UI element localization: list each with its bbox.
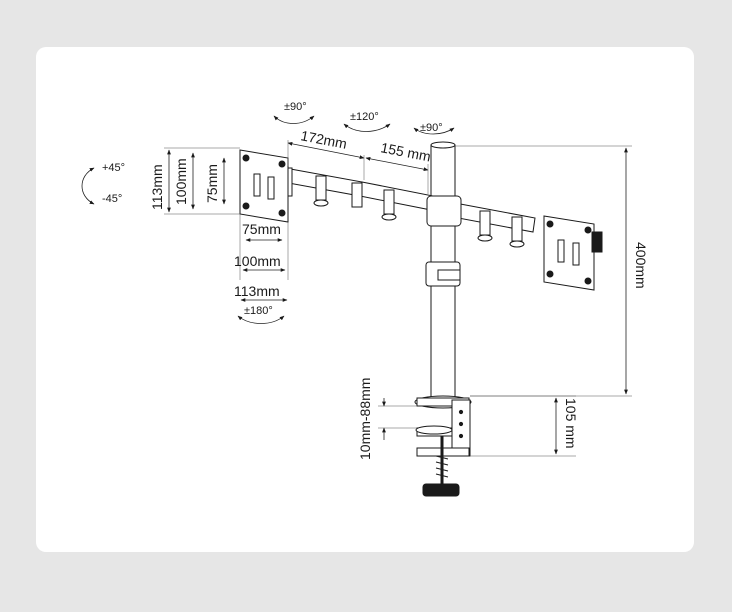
rotation-mid-arrow <box>343 123 391 132</box>
label-desk-range: 10mm-88mm <box>357 378 373 460</box>
label-rot-mid-120: ±120° <box>350 111 379 123</box>
rotation-180-arrow <box>237 315 285 324</box>
dimension-vesa-vertical <box>164 147 240 215</box>
label-pole-400: 400mm <box>633 242 649 289</box>
label-vesa-h100: 100mm <box>234 253 281 269</box>
label-arm-172: 172mm <box>299 127 348 152</box>
left-vesa-plate <box>239 149 289 223</box>
label-arm-155: 155 mm <box>379 139 432 164</box>
right-vesa-plate <box>543 215 603 291</box>
pole <box>425 141 461 401</box>
dimension-172 <box>287 140 365 180</box>
dimension-vesa-horizontal <box>239 214 289 302</box>
desk-clamp <box>414 395 472 497</box>
label-plus45: +45° <box>102 162 125 174</box>
label-vesa-h75: 75mm <box>242 221 281 237</box>
label-minus45: -45° <box>102 193 122 205</box>
rotation-left-arrow <box>273 115 315 124</box>
label-vesa-v113: 113mm <box>149 164 165 210</box>
label-vesa-h113: 113mm <box>234 283 280 299</box>
dimension-desk-range <box>378 398 417 440</box>
rotation-tilt-arrow <box>81 167 95 205</box>
dimension-105 <box>470 395 576 457</box>
label-rot-left-90: ±90° <box>284 101 307 113</box>
rotation-right-arrow <box>413 127 455 135</box>
label-rot-180: ±180° <box>244 305 273 317</box>
label-vesa-v100: 100mm <box>173 158 189 205</box>
label-clamp-105: 105 mm <box>563 398 579 449</box>
arm <box>281 167 536 248</box>
dimension-155 <box>365 156 429 194</box>
label-vesa-v75: 75mm <box>204 164 220 203</box>
label-rot-right-90: ±90° <box>420 122 443 134</box>
